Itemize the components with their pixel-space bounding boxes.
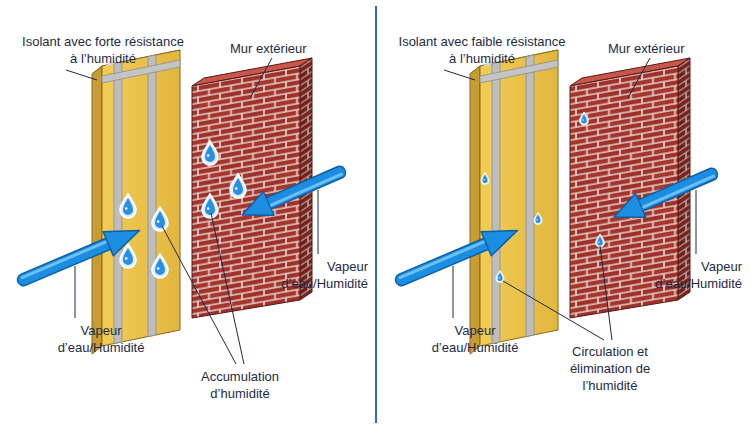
callout-label: Vapeur d’eau/Humidité bbox=[46, 322, 156, 356]
insulation-panel bbox=[92, 50, 180, 354]
callout-label: Vapeur d’eau/Humidité bbox=[420, 322, 530, 356]
water-drop bbox=[534, 213, 542, 225]
callout-label: Vapeur d’eau/Humidité bbox=[636, 258, 742, 292]
water-drop bbox=[152, 207, 168, 231]
callout-label: Mur extérieur bbox=[608, 40, 718, 57]
leader-lines bbox=[66, 58, 318, 364]
vapour-arrow bbox=[609, 160, 722, 229]
callout-label: Accumulation d’humidité bbox=[180, 368, 300, 402]
callout-label: Isolant avec faible résistance à l’humid… bbox=[394, 33, 570, 67]
callout-label: Vapeur d’eau/Humidité bbox=[262, 258, 368, 292]
water-drop bbox=[596, 234, 605, 247]
leader-lines bbox=[444, 58, 696, 340]
vapour-arrow bbox=[13, 218, 145, 294]
water-drop bbox=[481, 173, 489, 185]
water-drop bbox=[202, 194, 218, 218]
water-drop bbox=[120, 194, 136, 218]
left-panel bbox=[13, 50, 350, 364]
insulation-panel bbox=[470, 50, 558, 354]
vapour-arrow bbox=[391, 218, 523, 294]
vapour-arrow bbox=[237, 158, 350, 227]
water-drop bbox=[580, 112, 589, 125]
water-drop bbox=[230, 174, 246, 198]
water-drop bbox=[496, 271, 504, 283]
callout-label: Mur extérieur bbox=[230, 40, 340, 57]
callout-label: Isolant avec forte résistance à l’humidi… bbox=[18, 33, 188, 67]
right-panel bbox=[391, 50, 722, 354]
water-drop bbox=[202, 141, 218, 165]
divider bbox=[375, 6, 377, 423]
water-drop bbox=[152, 254, 168, 278]
callout-label: Circulation et élimination de l’humidité bbox=[545, 343, 675, 394]
